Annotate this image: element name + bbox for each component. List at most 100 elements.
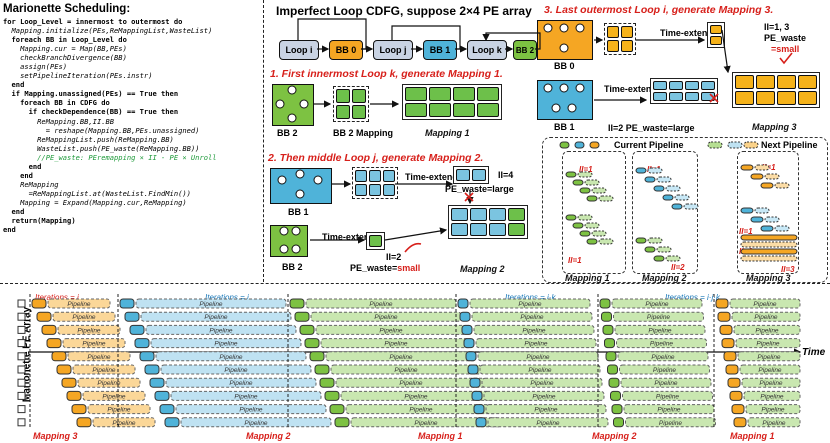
pe-cell <box>355 184 367 196</box>
pe-cell <box>607 40 619 52</box>
m3-pipe <box>760 225 774 232</box>
bb2-node <box>287 85 297 95</box>
timeline-pipeline <box>139 351 155 362</box>
cdfg-back-edge <box>391 25 461 50</box>
timeline-pipeline <box>334 417 350 428</box>
timeline-pipeline-label: Pipeline <box>209 327 233 334</box>
timeline-pipeline <box>469 298 591 309</box>
m1-pipe <box>565 214 577 221</box>
cdfg-title: Imperfect Loop CDFG, suppose 2×4 PE arra… <box>276 4 532 18</box>
timeline-pipeline <box>457 298 469 309</box>
bottom-label-3: Mapping 2 <box>592 431 637 441</box>
bb2-graph-small <box>270 225 308 257</box>
m1-pipe <box>565 171 577 178</box>
timeline-pipeline-label: Pipeline <box>759 380 783 387</box>
mapping2-grid <box>448 205 528 239</box>
pe-cell <box>489 223 506 236</box>
legend-mapping3-box <box>737 151 799 274</box>
step3-ii-top: II=1, 3 <box>764 22 790 32</box>
algorithm-line: ReMapping <box>3 179 59 189</box>
m2-pipe <box>644 176 656 183</box>
timeline-pipeline <box>140 311 292 322</box>
timeline-pipeline <box>471 390 483 401</box>
legend-ii1-e: II=1 <box>739 227 753 236</box>
timeline-pipeline <box>725 364 739 375</box>
timeline-pipeline-label: Pipeline <box>657 407 681 414</box>
timeline-pipeline <box>485 404 607 415</box>
step3-ii-bottom: II=2 PE_waste=large <box>608 123 695 133</box>
timeline-pipeline-label: Pipeline <box>404 393 428 400</box>
pipeline-legend-panel <box>542 137 828 283</box>
m1-next <box>577 171 593 178</box>
mapping3-grid <box>732 72 820 108</box>
m2-next <box>647 167 663 174</box>
bb0-node <box>559 43 569 53</box>
timeline-pipeline <box>745 404 801 415</box>
timeline-pipeline-label: Pipeline <box>524 341 548 348</box>
m1-next <box>591 230 607 237</box>
pe-square <box>17 378 26 387</box>
m3-next <box>764 173 780 180</box>
timeline-pipeline-label: Pipeline <box>756 341 780 348</box>
timeline-pipeline <box>741 377 801 388</box>
timeline-pipeline <box>733 417 747 428</box>
bb2-node <box>287 113 297 123</box>
m2-next <box>647 237 663 244</box>
timeline-pipeline-label: Pipeline <box>394 367 418 374</box>
step3-time-extend-2: Time-extend <box>604 84 657 94</box>
legend-mapping2-box <box>632 151 698 274</box>
timeline-pipeline-label: Pipeline <box>534 407 558 414</box>
timeline-pipeline <box>739 364 801 375</box>
m3-next <box>774 225 790 232</box>
timeline-pipeline <box>36 311 52 322</box>
algorithm-line: checkBranchDivergence(BB) <box>3 53 127 63</box>
timeline-pipeline-label: Pipeline <box>77 327 101 334</box>
step2-bb1-label: BB 1 <box>288 207 309 217</box>
m2-pipe <box>662 194 674 201</box>
algorithm-line: foreach BB in Loop_Level do <box>3 35 127 45</box>
legend-next: Next Pipeline <box>761 140 818 150</box>
pe-cell <box>477 87 499 101</box>
m3-next <box>764 216 780 223</box>
iter-label-j: Iterations = j <box>205 293 249 302</box>
timeline-pipeline-label: Pipeline <box>760 393 784 400</box>
timeline-pipeline <box>155 351 307 362</box>
node-bb2: BB 2 <box>513 40 537 60</box>
bb0-mapping-grid <box>604 23 636 55</box>
timeline-pipeline <box>613 311 704 322</box>
step1-result-label: Mapping 1 <box>425 128 470 138</box>
legend-mapping2-label: Mapping 2 <box>642 273 687 283</box>
timeline-pipeline-label: Pipeline <box>112 420 136 427</box>
timeline-pipeline <box>150 338 302 349</box>
pe-cell <box>710 36 722 45</box>
m3-pipe <box>740 164 754 171</box>
timeline-pipeline <box>47 298 111 309</box>
timeline-pipeline <box>729 298 801 309</box>
m2-next <box>656 176 672 183</box>
pe-cell <box>369 170 381 182</box>
timeline-pipeline <box>170 390 322 401</box>
vertical-divider <box>263 0 264 282</box>
timeline-pipeline <box>154 390 170 401</box>
timeline-pipeline-label: Pipeline <box>82 341 106 348</box>
timeline-pipeline-label: Pipeline <box>414 420 438 427</box>
step2-ii2: II=2 <box>386 252 402 262</box>
node-bb0: BB 0 <box>329 40 363 60</box>
timeline-pipeline-label: Pipeline <box>234 393 258 400</box>
algorithm-code: for Loop_Level = innermost to outermost … <box>3 17 261 234</box>
bottom-label-0: Mapping 3 <box>33 431 78 441</box>
m1-next <box>591 187 607 194</box>
timeline-pipeline <box>605 351 617 362</box>
timeline-pipeline <box>76 417 92 428</box>
timeline-pipeline <box>329 404 345 415</box>
algorithm-line: WasteList.push(PE_waste(ReMapping.BB)) <box>3 143 200 153</box>
m3-next <box>754 164 770 171</box>
bb1-node <box>559 83 569 93</box>
m2-next <box>665 185 681 192</box>
pe-cell <box>451 223 468 236</box>
timeline-pipeline <box>119 298 135 309</box>
ii13-grid <box>707 22 725 48</box>
m2-pipe <box>671 203 683 210</box>
timeline-pipeline <box>289 298 305 309</box>
timeline-pipeline <box>67 351 131 362</box>
